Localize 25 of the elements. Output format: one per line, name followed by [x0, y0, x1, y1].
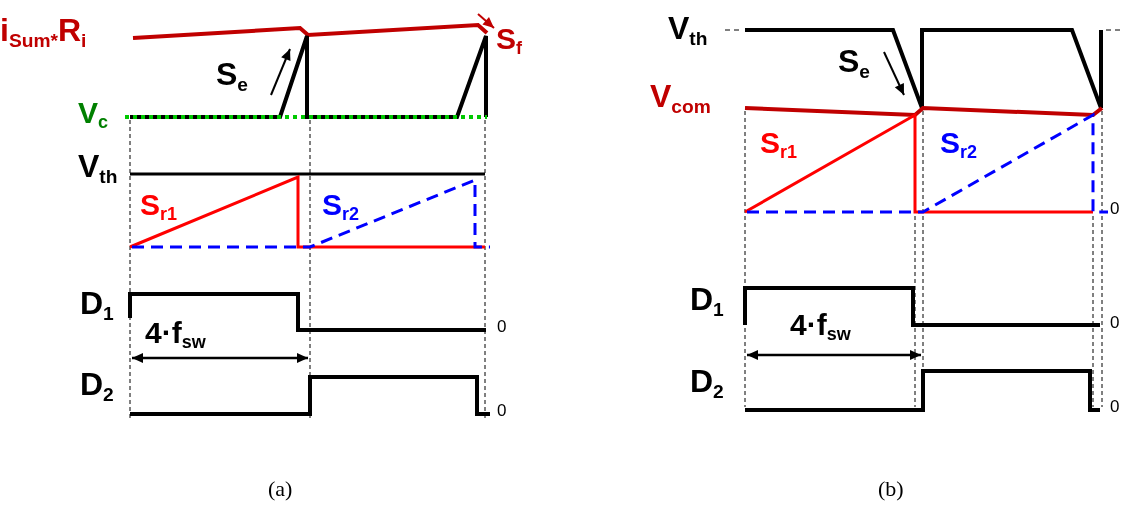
signal-label: D$_{2}$	[80, 368, 114, 400]
period-label: 4·f$_{sw}$	[145, 318, 206, 348]
signal-label: S$_{r1}$	[760, 128, 798, 158]
subfigure-caption: (a)	[268, 478, 293, 500]
signal-label: S$_{r2}$	[322, 190, 360, 220]
period-label: 4·f$_{sw}$	[790, 310, 851, 340]
signal-label: S$_{r2}$	[940, 128, 978, 158]
signal-label: D$_{1}$	[80, 287, 114, 319]
signal-label: S$_{e}$	[838, 45, 870, 77]
signal-label: i$_{Sum*}$R$_{i}$	[0, 14, 87, 46]
signal-label: D$_{1}$	[690, 283, 724, 315]
signal-label: D$_{2}$	[690, 365, 724, 397]
signal-label: V$_{com}$	[650, 80, 711, 112]
subfigure-caption: (b)	[878, 478, 904, 500]
zero-level-label: 0	[1110, 398, 1120, 415]
zero-level-label: 0	[497, 402, 507, 419]
signal-label: S$_{e}$	[216, 58, 248, 90]
signal-label: V$_{th}$	[78, 150, 118, 182]
zero-level-label: 0	[1110, 200, 1120, 217]
signal-label: S$_{r1}$	[140, 190, 178, 220]
signal-label: V$_{th}$	[668, 12, 708, 44]
signal-label: S$_{f}$	[496, 24, 522, 54]
zero-level-label: 0	[497, 318, 507, 335]
signal-label: V$_{c}$	[78, 98, 109, 128]
zero-level-label: 0	[1110, 314, 1120, 331]
